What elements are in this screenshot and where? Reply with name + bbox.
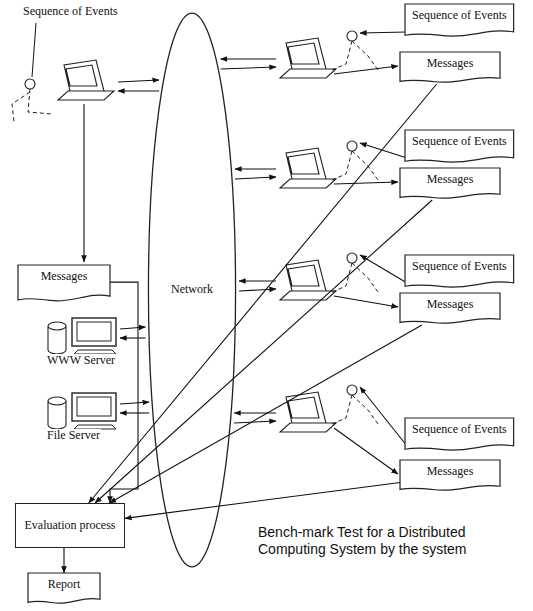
node-text: Messages: [41, 270, 88, 284]
document-shape: Sequence of Events: [405, 130, 514, 164]
person-body: [12, 92, 30, 122]
document-shape: Report: [28, 573, 100, 605]
document-outline-path: [400, 168, 500, 198]
person-body: [352, 41, 378, 70]
input-arrow: [360, 387, 407, 446]
leader-line: [32, 23, 36, 77]
server-label: File Server: [46, 429, 101, 443]
person-body: [332, 151, 352, 180]
computer-icon: [58, 60, 114, 100]
document-shape: Messages: [400, 52, 500, 84]
network-arrow: [120, 402, 149, 404]
document-outline-path: [18, 265, 110, 301]
person-head: [347, 253, 357, 263]
document-outline-path: [405, 130, 514, 162]
person-body: [332, 41, 352, 70]
person-head: [347, 141, 357, 151]
document-shape: Sequence of Events: [405, 418, 514, 452]
document-shape: Messages: [400, 168, 500, 200]
connector-arrow: [95, 200, 432, 503]
document-shape: Messages: [18, 265, 110, 303]
network-arrow: [239, 289, 276, 291]
connector-arrow: [109, 325, 421, 503]
document-shape: Messages: [400, 293, 500, 325]
node-text: Sequence of Events: [412, 9, 507, 23]
output-arrow: [334, 428, 398, 474]
document-outline-path: [400, 293, 500, 323]
output-arrow: [334, 66, 398, 74]
person-body: [28, 89, 52, 114]
network-arrow: [118, 80, 159, 82]
node-text: Evaluation process: [25, 519, 116, 533]
server-label: WWW Server: [46, 354, 116, 368]
connector-arrow: [89, 84, 437, 503]
document-shape: Sequence of Events: [405, 255, 514, 289]
node-text: Report: [48, 578, 81, 592]
person-body: [332, 395, 352, 424]
server-cylinder: [48, 397, 66, 429]
node-text: Messages: [427, 298, 474, 312]
network-arrow: [120, 337, 146, 338]
server-screen: [77, 397, 111, 416]
network-arrow: [120, 412, 149, 413]
document-outline-path: [405, 4, 514, 36]
person-head: [347, 31, 357, 41]
document-shape: Sequence of Events: [405, 4, 514, 38]
document-outline-path: [405, 255, 514, 287]
computer-icon: [280, 392, 336, 432]
person-head: [25, 79, 35, 89]
server-monitor: [72, 393, 116, 421]
node-text: Messages: [427, 465, 474, 479]
network-ellipse: Network: [148, 12, 236, 568]
document-outline-path: [400, 52, 500, 82]
network-arrow: [221, 67, 276, 69]
process-box: Evaluation process: [15, 503, 125, 548]
output-arrow: [83, 104, 84, 262]
document-outline-path: [405, 418, 514, 450]
server-cylinder: [48, 322, 66, 354]
node-text: Sequence of Events: [412, 423, 507, 437]
server-screen: [77, 322, 111, 341]
person-head: [347, 385, 357, 395]
node-text: Messages: [427, 57, 474, 71]
network-arrow: [239, 280, 276, 281]
document-shape: Messages: [400, 460, 500, 492]
caption: Bench-mark Test for a Distributed Comput…: [258, 524, 493, 558]
document-outline-path: [28, 573, 100, 603]
server-monitor: [72, 318, 116, 346]
computer-icon: [280, 148, 336, 188]
document-outline-path: [400, 460, 500, 490]
person-body: [352, 263, 378, 292]
input-arrow: [360, 143, 407, 158]
network-arrow: [221, 58, 276, 59]
node-text: Sequence of Events: [412, 260, 507, 274]
node-text: Sequence of Events: [412, 135, 507, 149]
person-body: [352, 395, 378, 424]
computer-icon: [280, 38, 336, 78]
network-arrow: [118, 90, 159, 91]
output-arrow: [334, 296, 398, 307]
input-label: Sequence of Events: [22, 5, 119, 19]
network-arrow: [235, 177, 276, 179]
node-text: Messages: [427, 173, 474, 187]
connector-arrow: [110, 282, 138, 503]
network-arrow: [120, 327, 146, 329]
connector-arrow: [63, 548, 64, 573]
network-arrow: [235, 168, 276, 169]
ellipse-outline-path: [148, 13, 235, 567]
output-arrow: [334, 182, 398, 184]
network-arrow: [234, 412, 276, 413]
node-text: Network: [171, 283, 213, 297]
network-arrow: [234, 421, 276, 423]
person-body: [352, 151, 378, 180]
input-arrow: [360, 32, 407, 33]
